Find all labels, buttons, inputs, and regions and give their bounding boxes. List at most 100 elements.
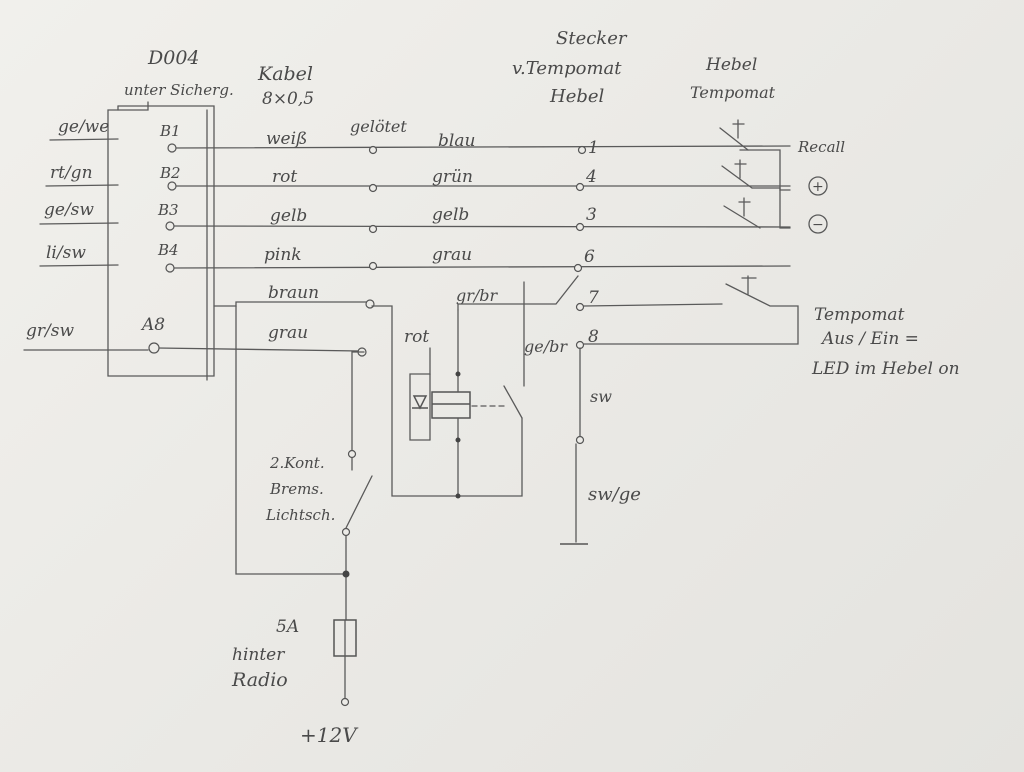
relay-node-bottom xyxy=(455,437,461,443)
label-sw-ge: sw/ge xyxy=(588,484,641,505)
connector-pin-6 xyxy=(573,263,583,273)
pin-b1: B1 xyxy=(159,122,181,140)
left-separator-1 xyxy=(49,138,119,141)
label-supply: +12V xyxy=(300,723,359,747)
pin-a8: A8 xyxy=(140,315,165,335)
wire-row-6-left xyxy=(157,347,361,352)
header-stecker-1: Stecker xyxy=(556,28,628,49)
terminal-a8 xyxy=(148,342,160,354)
pin-number-3: 3 xyxy=(586,205,597,225)
plus-circle-icon xyxy=(808,176,828,196)
connector-pin-3 xyxy=(575,222,585,232)
kabel-rot: rot xyxy=(272,167,297,187)
wire-grbr xyxy=(457,275,579,311)
stecker-gebr: ge/br xyxy=(524,337,568,356)
label-brems-2: Brems. xyxy=(269,480,324,498)
label-fuse-1: 5A xyxy=(276,617,299,637)
pin-number-8: 8 xyxy=(588,327,599,347)
pin-number-7: 7 xyxy=(588,288,599,308)
header-kabel-spec: 8×0,5 xyxy=(262,89,314,109)
left-separator-2 xyxy=(45,184,119,187)
header-kabel: Kabel xyxy=(257,63,313,85)
left-separator-4 xyxy=(39,264,119,267)
wire-row-7 xyxy=(583,303,723,307)
connector-pin-7 xyxy=(575,302,585,312)
label-recall: Recall xyxy=(797,138,845,156)
hebel-common-line-2 xyxy=(751,187,791,229)
left-label-lisw: li/sw xyxy=(46,243,86,263)
pin-number-4: 4 xyxy=(585,167,597,187)
d004-box xyxy=(107,101,215,377)
label-minus: − xyxy=(812,217,824,233)
node-sw xyxy=(575,435,585,445)
left-label-gewe: ge/we xyxy=(58,117,109,137)
header-stecker-2: v.Tempomat xyxy=(512,58,622,79)
hebel-switch-recall xyxy=(719,119,749,151)
solder-joint-2 xyxy=(368,183,378,193)
header-hebel-1: Hebel xyxy=(705,55,757,75)
stecker-blau: blau xyxy=(438,131,475,151)
label-tempomat-1: Tempomat xyxy=(814,305,905,325)
wire-row-4 xyxy=(171,265,791,269)
pin-b4: B4 xyxy=(157,241,179,259)
left-label-grsw: gr/sw xyxy=(26,321,74,341)
header-unter-sicherung: unter Sicherg. xyxy=(124,81,234,99)
header-d004: D004 xyxy=(147,47,200,69)
relay-coil xyxy=(431,391,471,419)
header-hebel-2: Tempomat xyxy=(690,83,776,102)
wire-braun xyxy=(213,301,371,307)
header-geloetet: gelötet xyxy=(350,117,407,136)
tempomat-switch-loop xyxy=(583,283,799,345)
wire-braun-down xyxy=(235,305,347,575)
solder-joint-3 xyxy=(368,224,378,234)
relay-node-top xyxy=(455,371,461,377)
terminal-b4 xyxy=(165,263,175,273)
hebel-switch-plus xyxy=(721,159,753,189)
label-fuse-2: hinter xyxy=(232,645,285,665)
terminal-b1 xyxy=(167,143,177,153)
pin-b2: B2 xyxy=(159,164,181,182)
pin-b3: B3 xyxy=(157,201,179,219)
supply-terminal xyxy=(340,697,350,707)
connector-pin-1 xyxy=(577,145,587,155)
node-braun xyxy=(365,299,375,309)
brake-switch-blade xyxy=(345,475,373,529)
wire-braun-loop xyxy=(371,305,523,497)
brake-switch-terminal-top xyxy=(347,449,357,459)
label-plus: + xyxy=(812,179,824,195)
label-rot: rot xyxy=(404,327,429,347)
diode-icon xyxy=(412,395,428,410)
junction-brake xyxy=(342,570,350,578)
left-separator-3 xyxy=(39,222,119,225)
hebel-common-line xyxy=(739,149,791,191)
hebel-switch-minus xyxy=(723,197,761,229)
label-tempomat-2: Aus / Ein = xyxy=(820,329,919,349)
stecker-grbr: gr/br xyxy=(456,286,499,305)
minus-circle-icon xyxy=(808,214,828,234)
stecker-gelb: gelb xyxy=(432,205,469,225)
brake-switch-terminal-bottom xyxy=(341,527,351,537)
solder-joint-4 xyxy=(368,261,378,271)
kabel-gelb: gelb xyxy=(270,206,307,226)
stecker-gruen: grün xyxy=(432,167,473,187)
wire-grau-down xyxy=(351,351,365,471)
relay-node-ground xyxy=(455,493,461,499)
relay-contact xyxy=(503,385,523,419)
kabel-pink: pink xyxy=(264,245,302,265)
wire-row-3 xyxy=(171,225,791,228)
wire-row-1 xyxy=(171,145,791,149)
left-label-gesw: ge/sw xyxy=(44,200,94,220)
terminal-b2 xyxy=(167,181,177,191)
kabel-grau: grau xyxy=(268,323,308,343)
label-fuse-3: Radio xyxy=(231,669,288,691)
pin-number-6: 6 xyxy=(584,247,595,267)
label-brems-1: 2.Kont. xyxy=(269,454,325,472)
label-brems-3: Lichtsch. xyxy=(265,506,335,524)
wire-rot xyxy=(409,347,431,441)
kabel-weiss: weiß xyxy=(266,129,307,149)
label-tempomat-3: LED im Hebel on xyxy=(811,359,960,379)
terminal-b3 xyxy=(165,221,175,231)
left-label-rtgn: rt/gn xyxy=(50,163,93,183)
